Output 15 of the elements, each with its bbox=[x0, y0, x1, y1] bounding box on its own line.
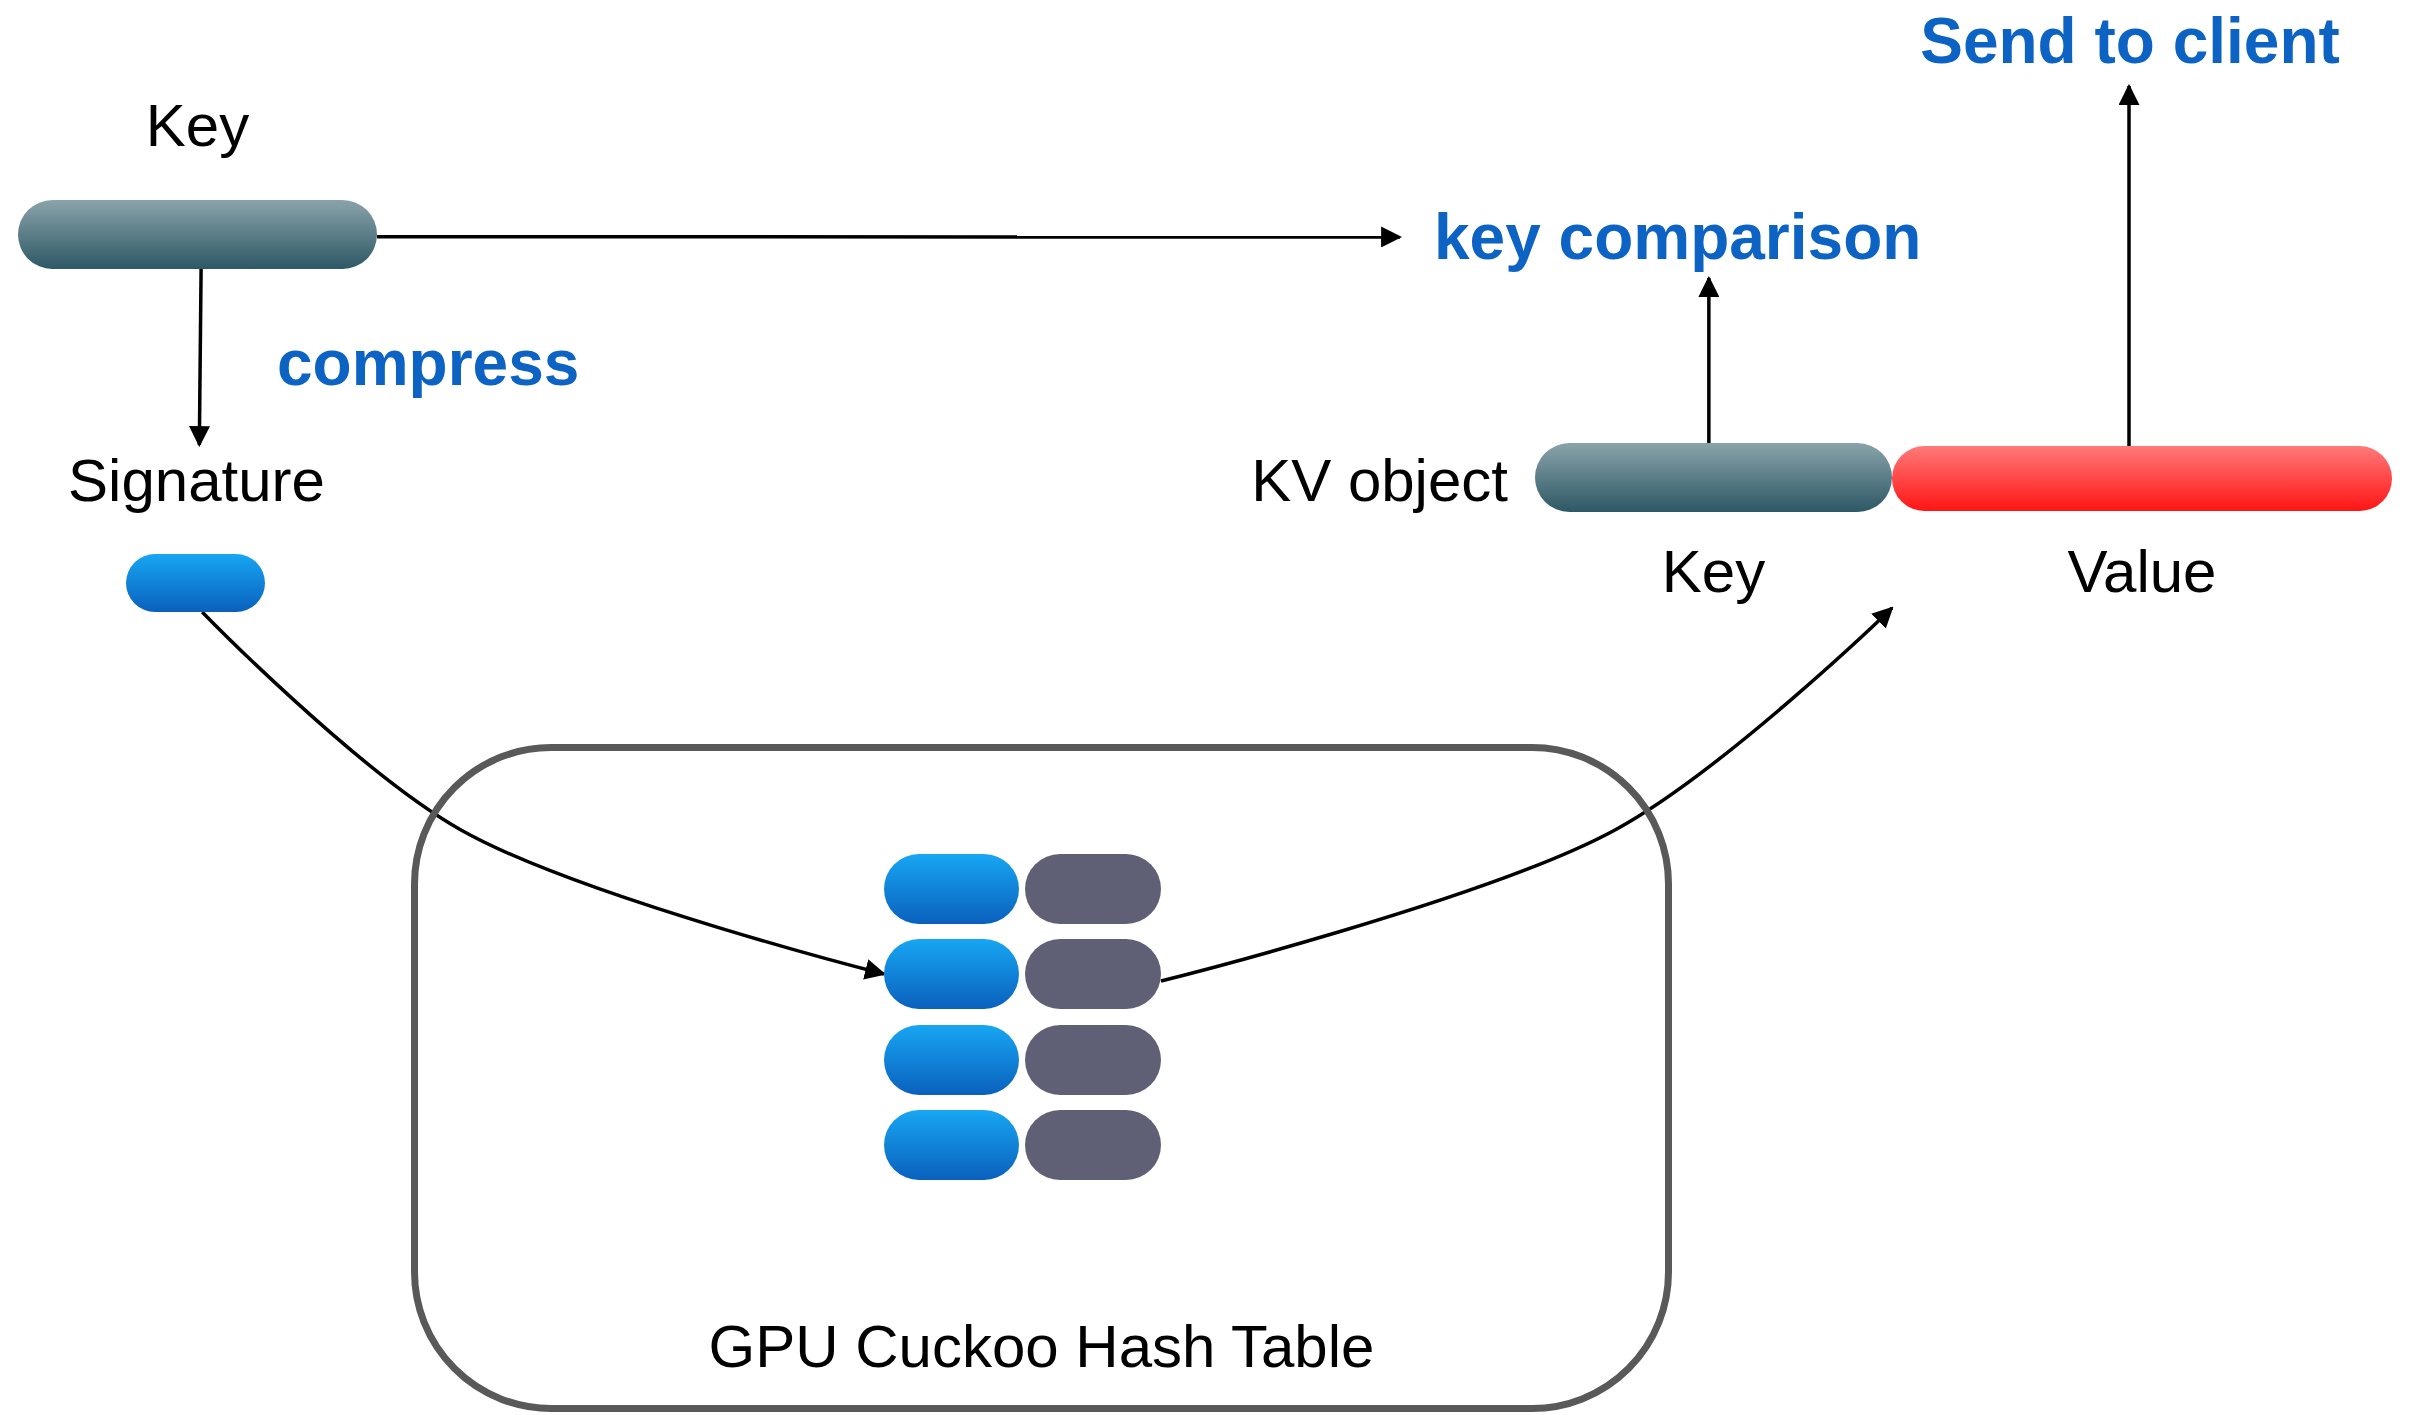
arrow bbox=[200, 610, 887, 980]
object-label: KV object bbox=[1251, 446, 1508, 516]
arrow bbox=[1698, 275, 1720, 443]
bar-label: Value bbox=[2066, 537, 2218, 607]
step-label: key comparison bbox=[1400, 196, 2020, 278]
bar-label: Signature bbox=[67, 446, 326, 516]
table-title: GPU Cuckoo Hash Table bbox=[707, 1312, 1376, 1382]
arrow bbox=[1160, 606, 1894, 983]
hash-table-container bbox=[411, 744, 1672, 1412]
bar-label: Key bbox=[1660, 537, 1767, 607]
bar-label: Key bbox=[144, 91, 251, 161]
arrow bbox=[2118, 83, 2140, 446]
step-label: Send to client bbox=[1880, 0, 2380, 86]
arrow bbox=[377, 226, 1403, 248]
arrow bbox=[189, 269, 210, 448]
